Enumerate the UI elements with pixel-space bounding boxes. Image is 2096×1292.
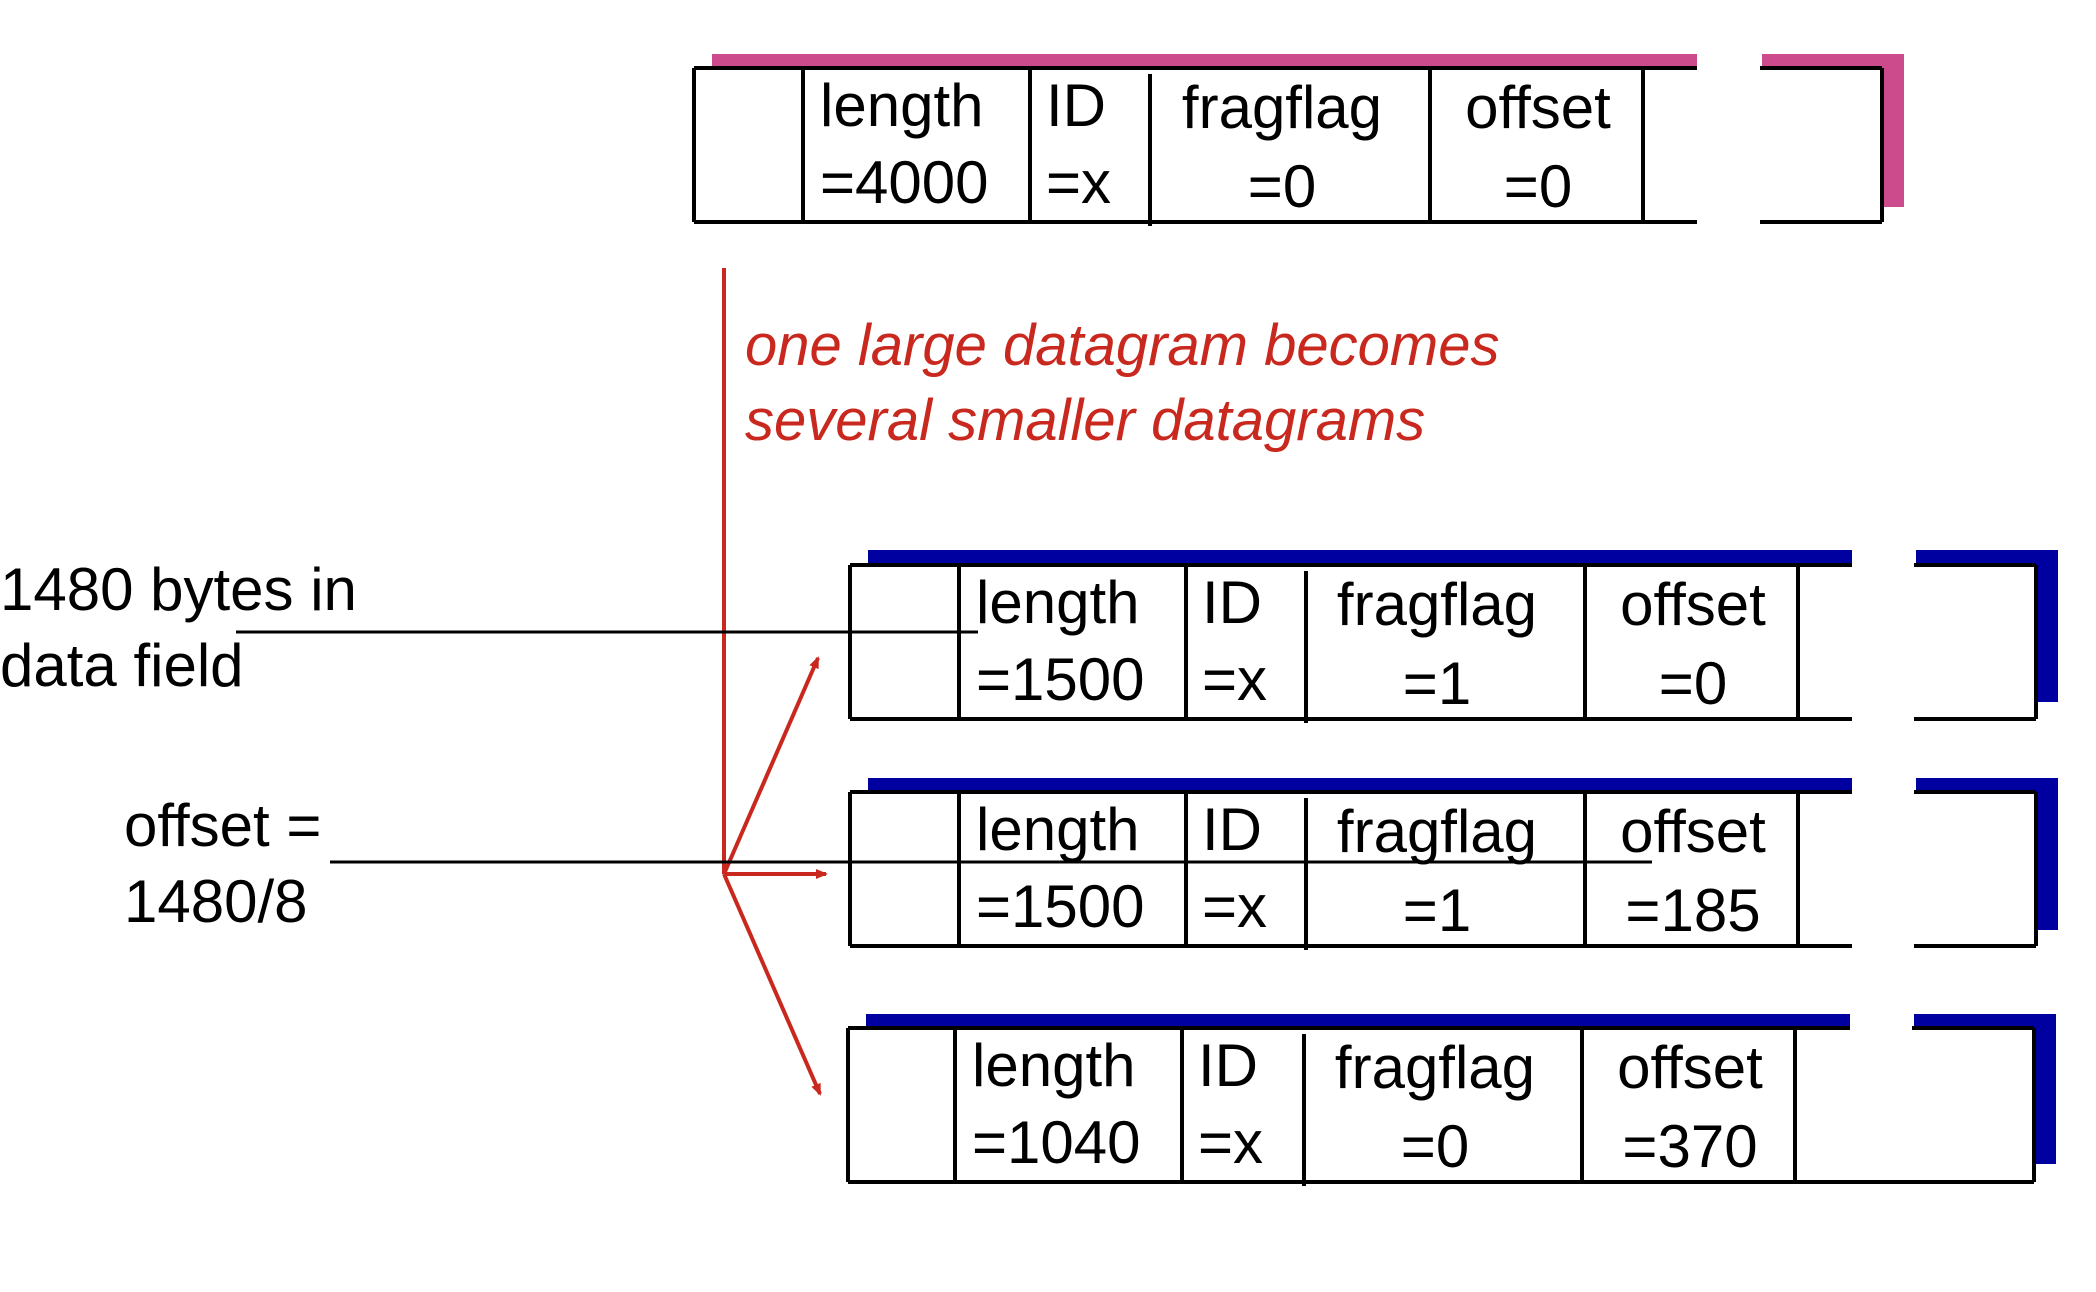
fragment-1-offset-value: =0 — [1659, 650, 1727, 717]
original-offset-value: =0 — [1504, 153, 1572, 220]
original-length-label: length — [820, 72, 983, 139]
fragment-3-accent-right — [2034, 1014, 2056, 1164]
fragment-1-id-value: =x — [1202, 646, 1267, 713]
fragment-1-fragflag-value: =1 — [1403, 650, 1471, 717]
fragment-3-fragflag-label: fragflag — [1335, 1034, 1535, 1101]
fragment-1-length-value: =1500 — [976, 646, 1145, 713]
fragment-1-accent-right — [2036, 550, 2058, 702]
original-accent-top-a — [712, 54, 1697, 68]
fragment-1-accent-top-a — [868, 550, 1852, 564]
arrow-to-fragment-3 — [722, 873, 822, 1096]
fragment-3: length =1040 ID =x fragflag =0 offset =3… — [846, 1014, 2056, 1186]
fragment-3-accent-top-a — [866, 1014, 1850, 1028]
offset-annotation-line-2: 1480/8 — [124, 868, 308, 935]
fragment-2-fragflag-label: fragflag — [1337, 798, 1537, 865]
bytes-annotation: 1480 bytes in data field — [0, 556, 978, 699]
fragment-2-accent-top-a — [868, 778, 1852, 792]
fragment-3-fill — [848, 1028, 2034, 1182]
original-fill — [694, 68, 1882, 222]
fragment-2-id-value: =x — [1202, 873, 1267, 940]
fragment-3-id-label: ID — [1198, 1032, 1258, 1099]
fragment-1-fragflag-label: fragflag — [1337, 571, 1537, 638]
fragment-3-accent-top-b — [1914, 1014, 2056, 1028]
offset-annotation: offset = 1480/8 — [124, 792, 1652, 935]
original-fragflag-label: fragflag — [1182, 74, 1382, 141]
bytes-annotation-line-2: data field — [0, 632, 244, 699]
fragment-1-accent-top-b — [1916, 550, 2058, 564]
fragment-1-fill — [850, 565, 2036, 719]
fragment-3-offset-value: =370 — [1622, 1113, 1757, 1180]
original-length-value: =4000 — [820, 149, 989, 216]
fragment-2-accent-top-b — [1916, 778, 2058, 792]
fragment-3-id-value: =x — [1198, 1109, 1263, 1176]
original-id-value: =x — [1046, 149, 1111, 216]
fragment-1-id-label: ID — [1202, 569, 1262, 636]
fragment-2-offset-value: =185 — [1625, 877, 1760, 944]
fragment-3-offset-label: offset — [1617, 1034, 1763, 1101]
fragment-2-fill — [850, 792, 2036, 946]
arrow-to-fragment-1 — [722, 656, 820, 875]
fragment-2: length =1500 ID =x fragflag =1 offset =1… — [848, 778, 2058, 950]
offset-annotation-line-1: offset = — [124, 792, 321, 859]
caption-line-2: several smaller datagrams — [745, 388, 1425, 453]
fragment-2-length-label: length — [976, 796, 1139, 863]
original-offset-label: offset — [1465, 74, 1611, 141]
caption-line-1: one large datagram becomes — [745, 313, 1499, 378]
fragment-2-offset-label: offset — [1620, 798, 1766, 865]
fragment-1: length =1500 ID =x fragflag =1 offset =0 — [848, 550, 2058, 723]
bytes-annotation-line-1: 1480 bytes in — [0, 556, 357, 623]
fragment-1-offset-label: offset — [1620, 571, 1766, 638]
original-accent-top-b — [1762, 54, 1904, 68]
original-id-label: ID — [1046, 72, 1106, 139]
fragment-3-length-label: length — [972, 1032, 1135, 1099]
original-fragflag-value: =0 — [1248, 153, 1316, 220]
fragment-2-length-value: =1500 — [976, 873, 1145, 940]
fragment-2-id-label: ID — [1202, 796, 1262, 863]
fragment-3-fragflag-value: =0 — [1401, 1113, 1469, 1180]
fragment-3-length-value: =1040 — [972, 1109, 1141, 1176]
split-arrows — [722, 268, 828, 1096]
fragment-2-fragflag-value: =1 — [1403, 877, 1471, 944]
fragment-1-length-label: length — [976, 569, 1139, 636]
original-accent-right — [1882, 54, 1904, 207]
original-datagram: length =4000 ID =x fragflag =0 offset =0 — [692, 54, 1904, 226]
fragment-2-accent-right — [2036, 778, 2058, 930]
